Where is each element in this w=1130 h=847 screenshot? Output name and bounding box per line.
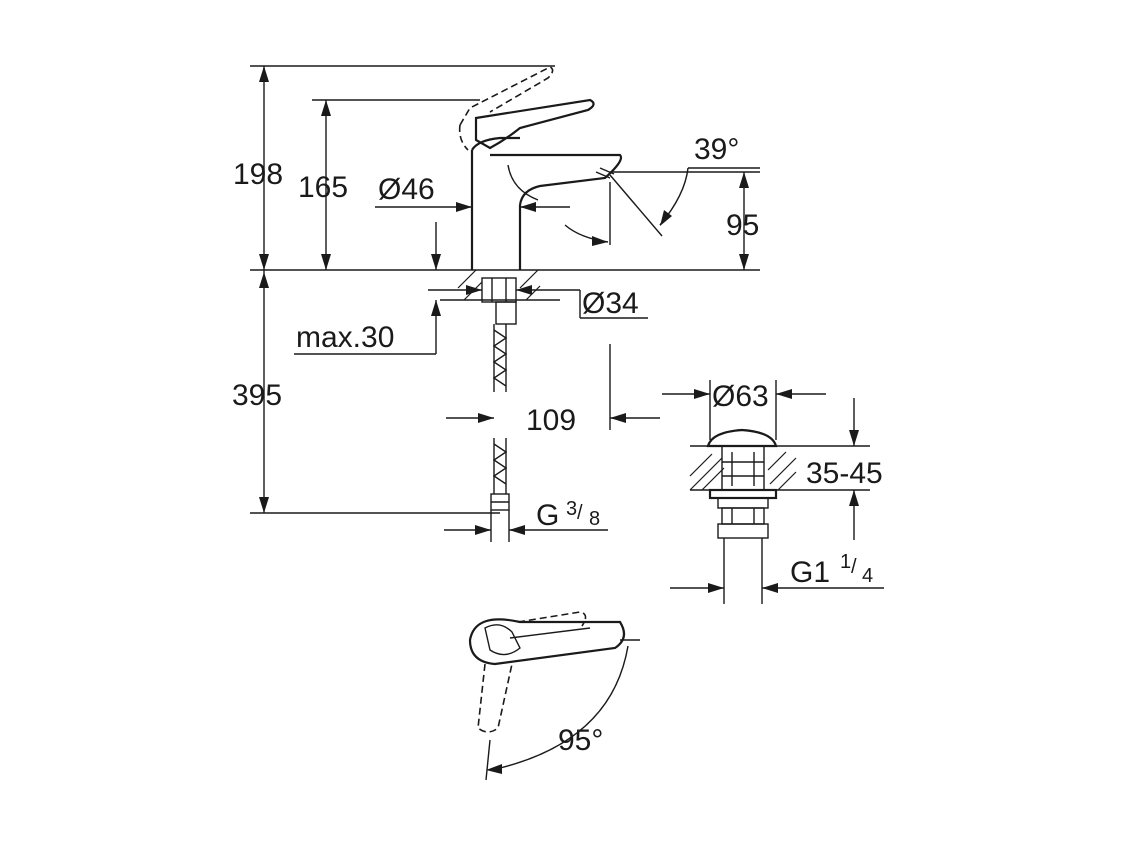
faucet-spout [490, 153, 623, 206]
label-waste-thread: G1 1 / 4 [790, 551, 873, 589]
label-spout-angle: 39° [694, 133, 739, 166]
label-reach: 109 [526, 404, 576, 437]
mounting-nut [481, 277, 517, 303]
waste-pop-up [662, 380, 884, 604]
lever-rotated-dashed [477, 663, 513, 733]
label-height-handle: 165 [298, 171, 348, 204]
dimension-labels: 198 165 Ø46 39° 95 Ø34 max.30 395 109 G … [232, 133, 883, 757]
label-hose-length: 395 [232, 379, 282, 412]
svg-text:4: 4 [862, 565, 873, 587]
label-lever-rotation: 95° [558, 724, 603, 757]
waste-plug-cap [706, 428, 778, 448]
label-body-diameter: Ø46 [378, 173, 435, 206]
mounting-shank [495, 301, 517, 325]
faucet-lever [474, 98, 595, 150]
dimension-lines [250, 65, 760, 535]
lever-top-outline [468, 618, 626, 666]
spout-underside [507, 164, 539, 201]
waste-nut [708, 488, 778, 500]
faucet-body [470, 150, 522, 270]
countertop-section [440, 269, 560, 301]
faucet-body-top [471, 136, 520, 151]
faucet-side-view [250, 66, 760, 542]
svg-text:/: / [577, 502, 583, 524]
flexible-hose [490, 324, 510, 542]
spout-aerator [595, 171, 611, 179]
label-spout-height: 95 [726, 209, 759, 242]
svg-text:1: 1 [840, 551, 851, 573]
label-waste-range: 35-45 [806, 457, 883, 490]
svg-text:/: / [851, 556, 857, 578]
lever-top-view [468, 611, 640, 781]
label-base-diameter: Ø34 [582, 287, 639, 320]
label-waste-diameter: Ø63 [712, 380, 769, 413]
svg-text:3: 3 [566, 498, 577, 520]
faucet-lever-raised [459, 66, 554, 126]
label-hose-thread: G 3 / 8 [536, 498, 600, 532]
svg-text:8: 8 [589, 508, 600, 530]
lever-top-body [484, 624, 521, 656]
svg-text:G: G [536, 499, 559, 532]
basin-section [689, 445, 797, 491]
svg-text:G1: G1 [790, 556, 830, 589]
label-max-thickness: max.30 [296, 321, 394, 354]
waste-body [721, 445, 765, 491]
label-height-total: 198 [233, 158, 283, 191]
